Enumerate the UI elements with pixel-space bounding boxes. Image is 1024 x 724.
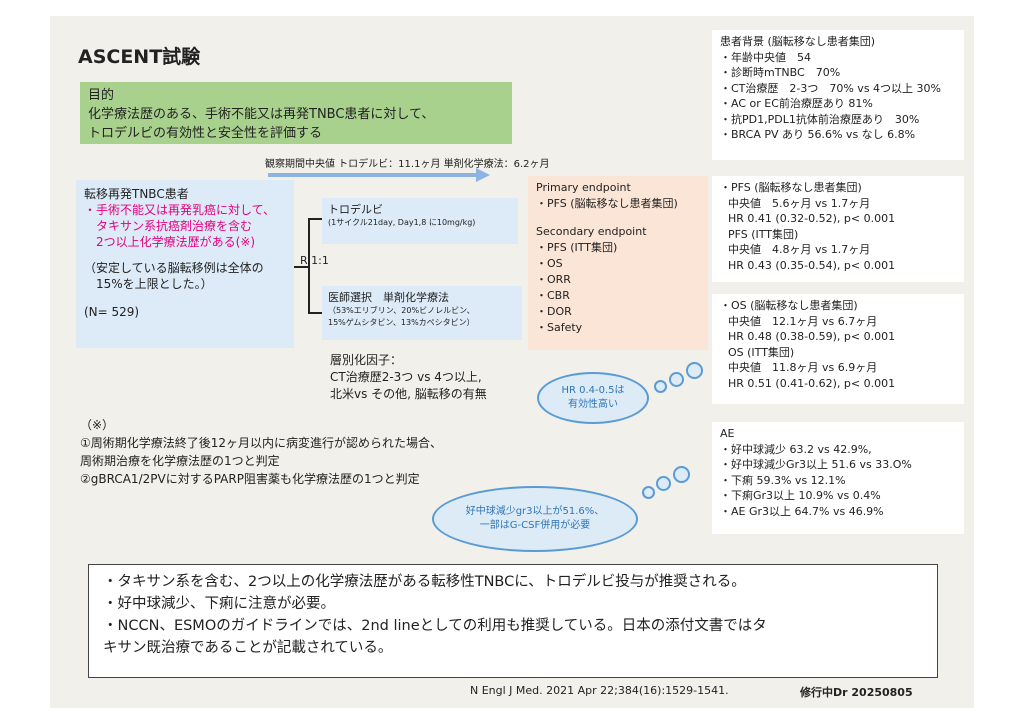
citation: N Engl J Med. 2021 Apr 22;384(16):1529-1… <box>470 684 729 697</box>
secondary-endpoint: ・DOR <box>536 305 572 318</box>
cloud-line: 有効性高い <box>568 399 618 410</box>
patient-count: (N= 529) <box>84 305 140 319</box>
secondary-endpoint: ・PFS (ITT集団) <box>536 241 618 254</box>
primary-endpoint: ・PFS (脳転移なし患者集団) <box>536 197 678 210</box>
arm-detail: （53%エリブリン、20%ビノレルビン、 15%ゲムシタビン、13%カペシタビン… <box>328 306 475 327</box>
observation-period: 観察期間中央値 トロデルビ：11.1ヶ月 単剤化学療法：6.2ヶ月 <box>265 159 550 170</box>
strat-line: CT治療歴2-3つ vs 4つ以上, <box>330 370 482 384</box>
objective-heading: 目的 <box>88 88 115 103</box>
background-item: ・CT治療歴 2-3つ 70% vs 4つ以上 30% <box>720 81 941 95</box>
objective-box: 目的 化学療法歴のある、手術不能又は再発TNBC患者に対して、 トロデルビの有効… <box>80 82 512 144</box>
ae-item: ・下痢Gr3以上 10.9% vs 0.4% <box>720 489 881 502</box>
criteria-line: 2つ以上化学療法歴がある(※) <box>84 235 256 249</box>
os-results-box: ・OS (脳転移なし患者集団) 中央値 12.1ヶ月 vs 6.7ヶ月 HR 0… <box>712 294 964 404</box>
pfs-line: 中央値 4.8ヶ月 vs 1.7ヶ月 <box>728 243 871 256</box>
patients-box: 転移再発TNBC患者 ・手術不能又は再発乳癌に対して、 タキサン系抗癌剤治療を含… <box>76 180 294 348</box>
pfs-results-box: ・PFS (脳転移なし患者集団) 中央値 5.6ヶ月 vs 1.7ヶ月 HR 0… <box>712 176 964 282</box>
secondary-endpoint: ・OS <box>536 257 563 270</box>
os-line: OS (ITT集団) <box>728 345 795 359</box>
os-line: ・OS (脳転移なし患者集団) <box>720 299 858 312</box>
ae-item: ・下痢 59.3% vs 12.1% <box>720 473 846 487</box>
author-credit: 修行中Dr 20250805 <box>800 686 913 699</box>
footnote-line: （※） <box>80 418 115 432</box>
background-heading: 患者背景 (脳転移なし患者集団) <box>720 35 876 48</box>
patient-background-box: 患者背景 (脳転移なし患者集団) ・年齢中央値 54 ・診断時mTNBC 70%… <box>712 30 964 160</box>
background-item: ・抗PD1,PDL1抗体前治療歴あり 30% <box>720 112 920 126</box>
cloud-line: HR 0.4-0.5は <box>561 385 625 396</box>
os-line: HR 0.51 (0.41-0.62), p< 0.001 <box>728 376 896 390</box>
thought-bubble-dot <box>654 380 667 393</box>
os-line: 中央値 11.8ヶ月 vs 6.9ヶ月 <box>728 361 878 374</box>
cloud-line: 好中球減少gr3以上が51.6%、 <box>465 506 605 517</box>
slide-title: ASCENT試験 <box>78 46 201 68</box>
summary-line: ・NCCN、ESMOのガイドラインでは、2nd lineとしての利用も推奨してい… <box>103 618 767 634</box>
neutropenia-callout-cloud: 好中球減少gr3以上が51.6%、一部はG-CSF併用が必要 <box>432 486 638 552</box>
summary-line: ・タキサン系を含む、2つ以上の化学療法歴がある転移性TNBCに、トロデルビ投与が… <box>103 574 746 590</box>
pfs-line: ・PFS (脳転移なし患者集団) <box>720 181 862 194</box>
primary-endpoint-heading: Primary endpoint <box>536 181 631 194</box>
ae-item: ・好中球減少Gr3以上 51.6 vs 33.O% <box>720 458 912 471</box>
footnote: （※） ①周術期化学療法終了後12ヶ月以内に病変進行が認められた場合、 周術期治… <box>80 416 442 488</box>
arm-physician-choice: 医師選択 単剤化学療法 （53%エリブリン、20%ビノレルビン、 15%ゲムシタ… <box>322 286 522 340</box>
criteria-line: タキサン系抗癌剤治療を含む <box>84 219 253 233</box>
hr-callout-cloud: HR 0.4-0.5は有効性高い <box>537 372 649 424</box>
randomization-ratio: R 1:1 <box>300 254 329 267</box>
thought-bubble-dot <box>656 476 671 491</box>
objective-line: トロデルビの有効性と安全性を評価する <box>88 126 323 141</box>
pfs-line: HR 0.43 (0.35-0.54), p< 0.001 <box>728 258 896 272</box>
strat-line: 北米vs その他, 脳転移の有無 <box>330 387 487 401</box>
stratification-factors: 層別化因子： CT治療歴2-3つ vs 4つ以上, 北米vs その他, 脳転移の… <box>330 352 487 403</box>
os-line: 中央値 12.1ヶ月 vs 6.7ヶ月 <box>728 314 878 328</box>
criteria-line: ・手術不能又は再発乳癌に対して、 <box>84 203 276 217</box>
footnote-line: ①周術期化学療法終了後12ヶ月以内に病変進行が認められた場合、 <box>80 436 443 450</box>
secondary-endpoint: ・ORR <box>536 273 571 286</box>
summary-line: キサン既治療であることが記載されている。 <box>103 640 393 656</box>
ae-item: ・AE Gr3以上 64.7% vs 46.9% <box>720 504 884 518</box>
ae-heading: AE <box>720 427 735 440</box>
arm2-connector <box>308 312 322 314</box>
footnote-line: ②gBRCA1/2PVに対するPARP阻害薬も化学療法歴の1つと判定 <box>80 472 420 486</box>
background-item: ・年齢中央値 54 <box>720 50 811 64</box>
timeline-arrow-head <box>476 168 490 182</box>
os-line: HR 0.48 (0.38-0.59), p< 0.001 <box>728 330 896 343</box>
secondary-endpoint: ・CBR <box>536 289 570 302</box>
cloud-line: 一部はG-CSF併用が必要 <box>479 520 591 531</box>
timeline-arrow-shaft <box>268 173 478 177</box>
randomization-connector <box>294 266 310 268</box>
patients-heading: 転移再発TNBC患者 <box>84 187 189 201</box>
endpoints-box: Primary endpoint ・PFS (脳転移なし患者集団) Second… <box>528 176 708 350</box>
background-item: ・BRCA PV あり 56.6% vs なし 6.8% <box>720 128 916 141</box>
arm-detail: (1サイクル21day, Day1,8 に10mg/kg) <box>328 218 476 227</box>
thought-bubble-dot <box>686 362 703 379</box>
strat-line: 層別化因子： <box>330 353 403 367</box>
summary-box: ・タキサン系を含む、2つ以上の化学療法歴がある転移性TNBCに、トロデルビ投与が… <box>88 564 938 678</box>
secondary-endpoint-heading: Secondary endpoint <box>536 225 647 238</box>
thought-bubble-dot <box>669 372 684 387</box>
thought-bubble-dot <box>642 486 655 499</box>
adverse-events-box: AE ・好中球減少 63.2 vs 42.9%, ・好中球減少Gr3以上 51.… <box>712 422 964 534</box>
pfs-line: 中央値 5.6ヶ月 vs 1.7ヶ月 <box>728 196 871 210</box>
arm-name: トロデルビ <box>328 203 383 216</box>
ae-item: ・好中球減少 63.2 vs 42.9%, <box>720 442 872 456</box>
randomization-bracket <box>308 218 310 314</box>
objective-line: 化学療法歴のある、手術不能又は再発TNBC患者に対して、 <box>88 107 435 122</box>
arm1-connector <box>308 218 322 220</box>
summary-line: ・好中球減少、下痢に注意が必要。 <box>103 596 335 612</box>
arm-name: 医師選択 単剤化学療法 <box>328 291 449 304</box>
arm-trodelvy: トロデルビ (1サイクル21day, Day1,8 に10mg/kg) <box>322 198 518 244</box>
background-item: ・AC or EC前治療歴あり 81% <box>720 97 873 110</box>
footnote-line: 周術期治療を化学療法歴の1つと判定 <box>80 454 280 468</box>
background-item: ・診断時mTNBC 70% <box>720 66 841 79</box>
brain-mets-note: （安定している脳転移例は全体の <box>84 261 264 275</box>
brain-mets-note: 15%を上限とした。） <box>84 277 213 291</box>
pfs-line: PFS (ITT集団) <box>728 227 799 241</box>
pfs-line: HR 0.41 (0.32-0.52), p< 0.001 <box>728 212 896 225</box>
secondary-endpoint: ・Safety <box>536 321 583 334</box>
thought-bubble-dot <box>673 466 690 483</box>
